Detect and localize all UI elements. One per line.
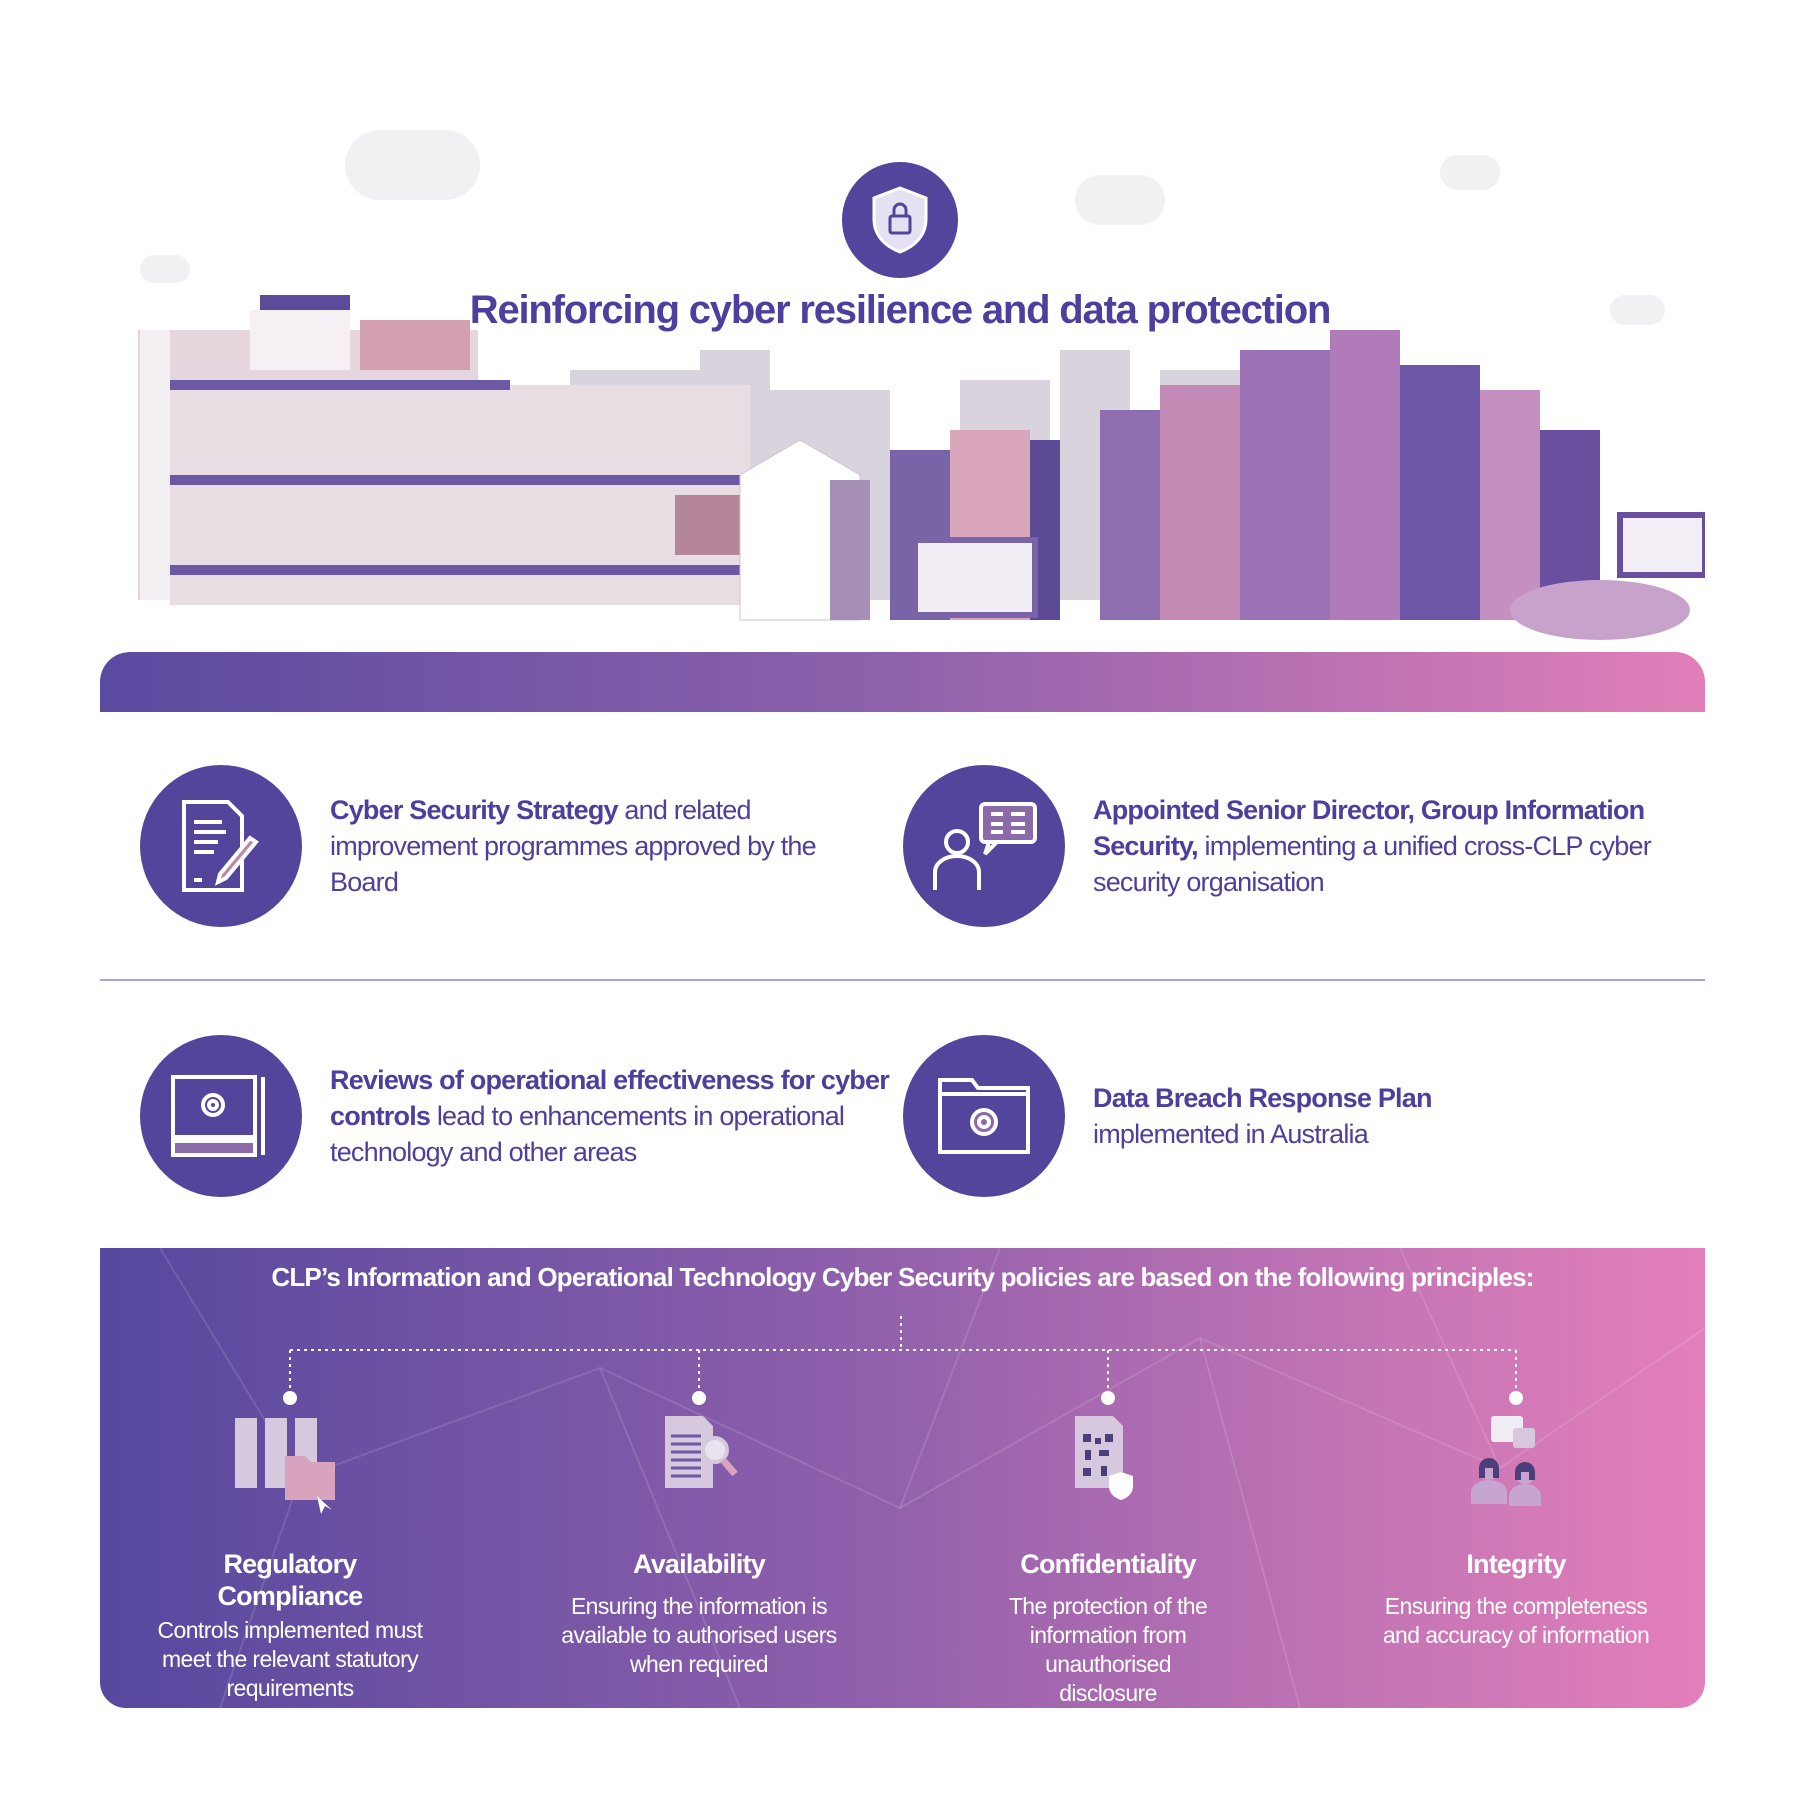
person-database-icon (903, 765, 1065, 927)
cloud (1075, 175, 1165, 225)
cloud (1610, 295, 1665, 325)
principles-panel: CLP’s Information and Operational Techno… (100, 1248, 1705, 1708)
cloud (140, 255, 190, 283)
document-pencil-icon (140, 765, 302, 927)
qr-document-lock-icon (1075, 1416, 1133, 1500)
feature-breach-plan: Data Breach Response Plan implemented in… (903, 1035, 1653, 1197)
people-chat-icon (1471, 1416, 1541, 1506)
cloud (345, 130, 480, 200)
feature-text: Data Breach Response Plan implemented in… (1093, 1083, 1432, 1149)
feature-text: Reviews of operational effectiveness for… (330, 1065, 890, 1167)
city-office-illustration (138, 295, 1705, 640)
folder-gear-icon (903, 1035, 1065, 1197)
page-title: Reinforcing cyber resilience and data pr… (469, 288, 1332, 332)
divider (100, 979, 1705, 981)
ground-band (100, 652, 1705, 712)
servers-folder-icon (235, 1418, 335, 1514)
feature-text: Appointed Senior Director, Group Informa… (1093, 795, 1652, 897)
feature-text: Cyber Security Strategy and related impr… (330, 795, 817, 897)
feature-senior-director: Appointed Senior Director, Group Informa… (903, 765, 1673, 927)
principles-title: CLP’s Information and Operational Techno… (271, 1262, 1534, 1292)
document-search-icon (665, 1416, 738, 1488)
feature-reviews: Reviews of operational effectiveness for… (140, 1035, 890, 1197)
cloud (1440, 155, 1500, 190)
feature-strategy: Cyber Security Strategy and related impr… (140, 765, 890, 927)
shield-lock-icon (842, 162, 958, 278)
blueprint-gear-icon (140, 1035, 302, 1197)
